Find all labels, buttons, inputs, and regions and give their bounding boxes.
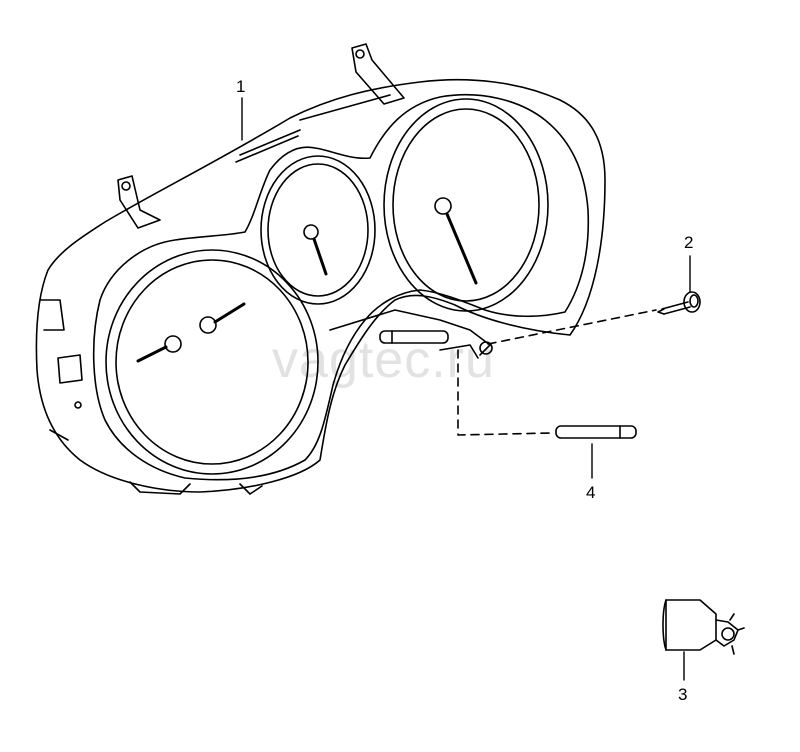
callout-4: 4 (586, 483, 596, 502)
watermark: vagtec.ru (272, 331, 495, 389)
callout-3: 3 (678, 685, 688, 704)
screw-part (657, 291, 701, 315)
leader-lines (241, 97, 691, 681)
callout-2: 2 (684, 233, 694, 252)
pin-part (555, 425, 637, 439)
callout-1: 1 (236, 77, 246, 96)
bulb-holder-part (662, 599, 745, 655)
pin-installed (379, 330, 449, 344)
instrument-cluster-part (35, 43, 606, 495)
assembly-lines (457, 309, 657, 436)
